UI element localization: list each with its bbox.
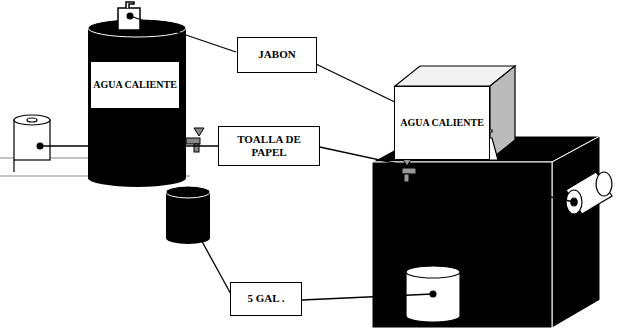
leader-dots [37,13,578,298]
node-text: AGUA CALIENTE [93,79,177,91]
hot-water-cube [395,66,515,160]
cabinet [372,136,600,328]
bucket [166,186,210,244]
hot-water-cube-front: AGUA CALIENTE [394,86,490,160]
hot-water-drum [88,19,186,187]
label-box: JABON [237,37,317,73]
paper-towel-roll [14,115,50,172]
bucket [406,266,460,322]
faucet [186,128,204,152]
node-text: JABON [258,48,295,61]
paper-towel-roll [566,172,612,214]
node-text: AGUA CALIENTE [400,117,484,129]
node-text: TOALLA DE PAPEL [219,133,319,159]
faucet [402,158,416,182]
leader-lines [40,16,574,300]
node-text: 5 GAL . [248,292,285,305]
hot-water-label: AGUA CALIENTE [91,62,179,108]
label-box: TOALLA DE PAPEL [218,126,320,166]
label-box: 5 GAL . [230,282,302,316]
soap-dispenser [118,2,140,30]
